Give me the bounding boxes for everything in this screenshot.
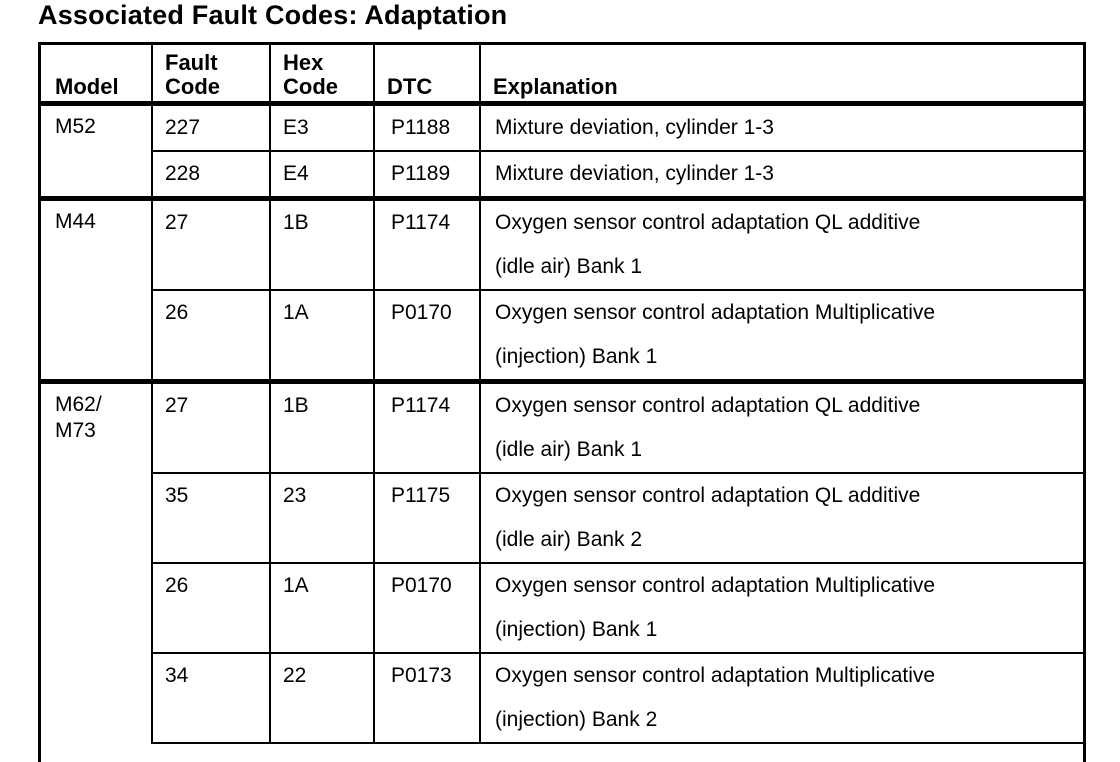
explanation-cell: Oxygen sensor control adaptation Multipl…: [479, 653, 1083, 744]
dtc-cell: P1188: [373, 103, 480, 152]
fault-code-cell: 35: [151, 473, 270, 564]
table-row: 26 1A P0170 Oxygen sensor control adapta…: [41, 563, 1083, 654]
table-row: M44 27 1B P1174 Oxygen sensor control ad…: [41, 198, 1083, 384]
hex-code-cell: 1B: [269, 198, 374, 291]
header-dtc: DTC: [373, 45, 480, 106]
fault-code-cell: 27: [151, 381, 270, 474]
hex-code-cell: 1A: [269, 290, 374, 384]
table-row: 26 1A P0170 Oxygen sensor control adapta…: [41, 290, 1083, 384]
table-row: M62/M73 27 1B P1174 Oxygen sensor contro…: [41, 381, 1083, 474]
model-cell: M44: [41, 198, 152, 384]
hex-code-cell: 1B: [269, 381, 374, 474]
explanation-cell: Oxygen sensor control adaptation QL addi…: [479, 473, 1083, 564]
dtc-cell: P1174: [373, 381, 480, 474]
header-explanation: Explanation: [479, 45, 1083, 106]
dtc-cell: P1189: [373, 151, 480, 201]
dtc-cell: P0173: [373, 653, 480, 744]
header-model: Model: [41, 45, 152, 106]
hex-code-cell: 23: [269, 473, 374, 564]
fault-code-cell: 34: [151, 653, 270, 744]
fault-code-cell: 228: [151, 151, 270, 201]
dtc-cell: P0170: [373, 563, 480, 654]
hex-code-cell: E4: [269, 151, 374, 201]
table-row: 34 22 P0173 Oxygen sensor control adapta…: [41, 653, 1083, 744]
page-title: Associated Fault Codes: Adaptation: [38, 0, 508, 30]
explanation-cell: Oxygen sensor control adaptation Multipl…: [479, 290, 1083, 384]
fault-code-cell: 26: [151, 563, 270, 654]
dtc-cell: P0170: [373, 290, 480, 384]
table-row: 35 23 P1175 Oxygen sensor control adapta…: [41, 473, 1083, 564]
table-row: M52 227 E3 P1188 Mixture deviation, cyli…: [41, 103, 1083, 201]
explanation-cell: Mixture deviation, cylinder 1-3: [479, 103, 1083, 152]
fault-code-cell: 27: [151, 198, 270, 291]
hex-code-cell: 22: [269, 653, 374, 744]
fault-code-cell: 227: [151, 103, 270, 152]
dtc-cell: P1174: [373, 198, 480, 291]
explanation-cell: Mixture deviation, cylinder 1-3: [479, 151, 1083, 201]
fault-code-cell: 26: [151, 290, 270, 384]
explanation-cell: Oxygen sensor control adaptation QL addi…: [479, 381, 1083, 474]
table-row: 228 E4 P1189 Mixture deviation, cylinder…: [41, 151, 1083, 201]
explanation-cell: Oxygen sensor control adaptation Multipl…: [479, 563, 1083, 654]
explanation-cell: Oxygen sensor control adaptation QL addi…: [479, 198, 1083, 291]
model-cell: M52: [41, 103, 152, 201]
model-cell: M62/M73: [55, 393, 102, 442]
hex-code-cell: E3: [269, 103, 374, 152]
dtc-cell: P1175: [373, 473, 480, 564]
hex-code-cell: 1A: [269, 563, 374, 654]
